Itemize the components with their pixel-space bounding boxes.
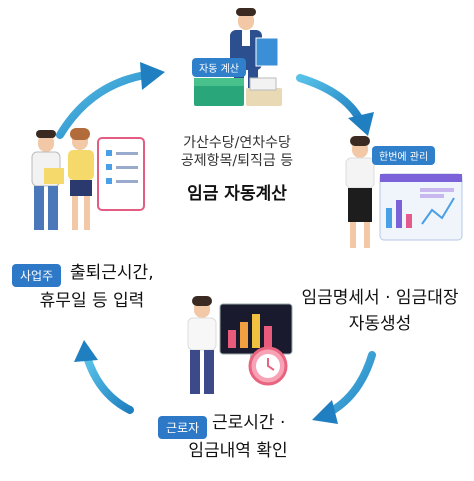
- bottom-line-1: 근로시간 ·: [212, 413, 286, 433]
- left-line-2: 휴무일 등 입력: [39, 291, 145, 311]
- arrow-top-to-right: [296, 74, 364, 124]
- top-sub-line-1: 가산수당/연차수당: [183, 135, 291, 151]
- arrow-head-right-to-bottom: [312, 400, 338, 424]
- badge-auto-calc: 자동 계산: [192, 58, 246, 77]
- top-sub-line-2: 공제항목/퇴직금 등: [180, 153, 294, 169]
- businessman-with-calculator-icon: [194, 8, 282, 106]
- two-workers-with-checklist-icon: [31, 128, 145, 230]
- arrow-head-left-to-top: [140, 62, 165, 90]
- arrow-head-top-to-right: [348, 112, 374, 136]
- arrow-bottom-to-left: [84, 356, 134, 414]
- right-line-2: 자동생성: [348, 314, 412, 334]
- left-line-1: 출퇴근시간,: [70, 263, 154, 283]
- right-line-1: 임금명세서 · 임금대장: [301, 288, 459, 308]
- arrow-left-to-top: [56, 71, 149, 139]
- badge-worker: 근로자: [158, 416, 208, 439]
- arrow-head-bottom-to-left: [74, 340, 98, 362]
- bottom-line-2: 임금내역 확인: [188, 441, 288, 461]
- businesswoman-with-chart-icon: [345, 136, 463, 248]
- badge-employer: 사업주: [12, 264, 62, 287]
- arrow-right-to-bottom: [326, 351, 376, 416]
- badge-manage-at-once: 한번에 관리: [372, 146, 436, 165]
- top-title: 임금 자동계산: [187, 184, 287, 204]
- woman-with-clock-icon: [187, 296, 293, 394]
